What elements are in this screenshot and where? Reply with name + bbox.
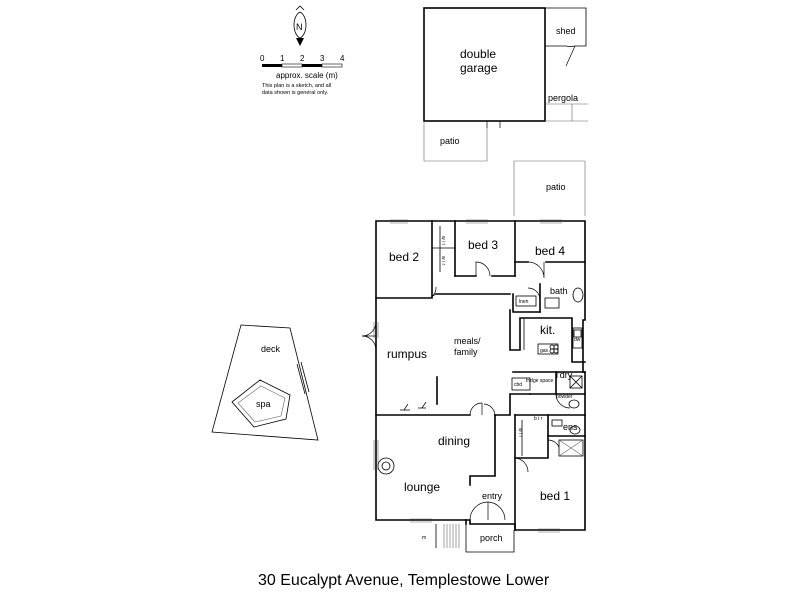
kitchen-sink [572, 327, 583, 349]
deck [211, 324, 319, 441]
powder-toilet [568, 399, 580, 409]
scale-label: approx. scale (m) [276, 71, 338, 80]
room-label-ensuite: ens [563, 422, 578, 432]
room-label-entry: entry [482, 491, 503, 501]
room-label-bed2: bed 2 [389, 250, 419, 264]
room-label-bed4: bed 4 [535, 244, 565, 258]
fixture-label-wir2: w i r [440, 256, 446, 266]
bath-vanity [544, 297, 560, 309]
property-address: 30 Eucalypt Avenue, Templestowe Lower [258, 572, 550, 589]
scale-note-line2: data shown is general only. [262, 90, 329, 96]
room-label-dining: dining [438, 434, 470, 448]
room-label-meals-line1: meals/ [454, 336, 481, 346]
room-label-laundry: l'dry [556, 370, 573, 380]
room-label-meals-line2: family [454, 347, 478, 357]
patio-rear-label: patio [546, 182, 566, 192]
north-compass-icon: N [293, 5, 307, 46]
fixture-label-fridge: fridge space [526, 378, 553, 384]
fixture-label-dishwasher: dw [574, 337, 581, 343]
scale-bar: 0 1 2 3 4 approx. scale (m) This plan is… [260, 54, 345, 96]
main-house: bed 2 bed 3 bed 4 bath kit. meals/ famil… [361, 219, 586, 541]
room-label-rumpus: rumpus [387, 347, 427, 361]
room-label-powder: powder [556, 394, 573, 400]
porch-label: porch [480, 533, 503, 543]
deck-area: deck spa [211, 324, 319, 441]
shed-label: shed [556, 26, 576, 36]
shed [545, 7, 587, 47]
pergola-label: pergola [548, 93, 578, 103]
garage-label-line1: double [460, 47, 496, 61]
scale-note-line1: This plan is a sketch, and all [262, 83, 331, 89]
ensuite-toilet [569, 425, 581, 435]
fixture-label-linen: lnen [519, 299, 529, 305]
scale-tick-0: 0 [260, 54, 265, 63]
deck-label: deck [261, 344, 281, 354]
fixture-label-wir3: w i r [517, 428, 523, 438]
garage-label-line2: garage [460, 61, 498, 75]
fixture-label-bir: b i r [534, 416, 543, 422]
patio-front [423, 121, 488, 162]
room-label-bed3: bed 3 [468, 238, 498, 252]
scale-tick-3: 3 [320, 54, 325, 63]
room-label-lounge: lounge [404, 480, 440, 494]
double-garage [423, 7, 546, 122]
fixture-label-cupboard: cbd [514, 382, 522, 388]
linen-press [515, 295, 537, 307]
room-label-kitchen: kit. [540, 323, 555, 337]
scale-tick-4: 4 [340, 54, 345, 63]
bath-toilet [572, 287, 584, 303]
fixture-label-gas: gas [540, 348, 549, 354]
pergola [545, 103, 588, 122]
patio-front-label: patio [440, 136, 460, 146]
spa [231, 379, 291, 428]
fixture-label-meter: m [422, 535, 426, 541]
scale-tick-1: 1 [280, 54, 285, 63]
patio-rear: patio [513, 160, 586, 216]
scale-tick-2: 2 [300, 54, 305, 63]
fridge-space [511, 377, 531, 391]
porch: porch [435, 524, 515, 553]
compass-letter: N [296, 22, 303, 32]
room-label-bed1: bed 1 [540, 489, 570, 503]
room-label-bath: bath [550, 286, 568, 296]
ensuite-vanity [551, 419, 563, 427]
fixture-label-wir1: w i r [440, 236, 446, 246]
outbuildings: double garage shed pergola patio [423, 7, 588, 162]
spa-label: spa [256, 399, 271, 409]
cooktop [537, 343, 559, 355]
